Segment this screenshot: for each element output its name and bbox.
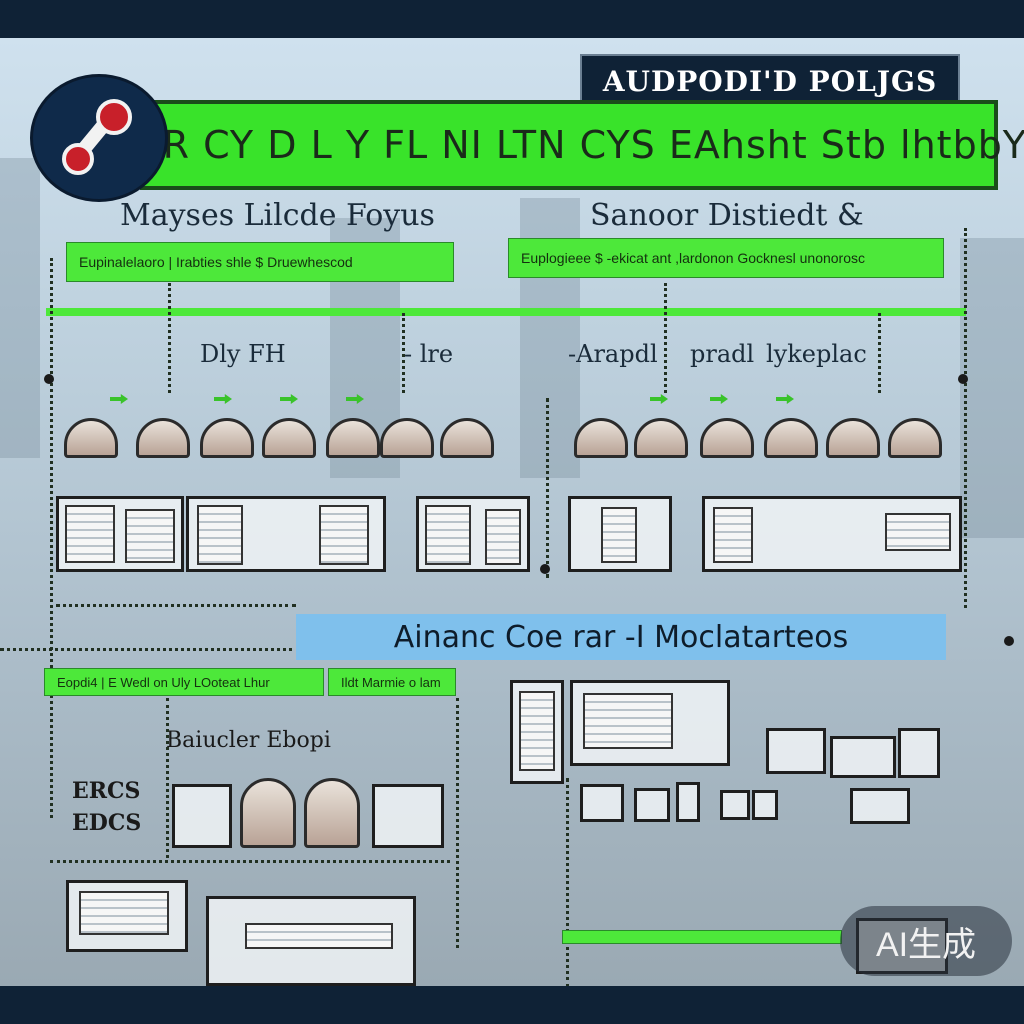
lower-green-connector [562, 930, 842, 944]
lower-right-green-bar: Ildt Marmie o lam [328, 668, 456, 696]
module-box [172, 784, 232, 848]
document-icon [425, 505, 471, 565]
connector-node-icon [44, 374, 54, 384]
station-node [888, 418, 942, 458]
station-node [136, 418, 190, 458]
document-icon [885, 513, 951, 551]
station-node [634, 418, 688, 458]
document-icon [65, 505, 115, 563]
connector [0, 648, 300, 651]
module-box [766, 728, 826, 774]
document-icon [245, 923, 393, 949]
section-band: Ainanc Coe rar -I Moclatarteos [296, 614, 946, 660]
left-green-bar: Eupinalelaoro | Irabties shle $ Druewhes… [66, 242, 454, 282]
connector [546, 398, 549, 578]
station-node [326, 418, 380, 458]
module-box [752, 790, 778, 820]
station-node [200, 418, 254, 458]
right-vertical-connector [964, 228, 967, 608]
document-icon [601, 507, 637, 563]
document-icon [519, 691, 555, 771]
document-icon [319, 505, 369, 565]
station-node [380, 418, 434, 458]
station-node [700, 418, 754, 458]
lower-section-label: Baiucler Ebopi [166, 728, 331, 753]
right-heading: Sanoor Distiedt & [590, 198, 864, 233]
module-box [634, 788, 670, 822]
backdrop-building [960, 238, 1024, 538]
connector [664, 283, 667, 393]
ai-generated-badge: AI生成 [840, 906, 1012, 976]
module-box [570, 680, 730, 766]
connector [168, 283, 171, 393]
module-box [720, 790, 750, 820]
connector [50, 860, 450, 863]
connector [878, 313, 881, 393]
logo [30, 74, 168, 202]
arrow-right-icon [776, 394, 794, 404]
module-box [676, 782, 700, 822]
left-heading: Mayses Lilcde Foyus [120, 198, 435, 233]
arrow-right-icon [346, 394, 364, 404]
right-green-bar: Euplogieee $ -ekicat ant ,lardonon Gockn… [508, 238, 944, 278]
station-node [764, 418, 818, 458]
connector-node-icon [1004, 636, 1014, 646]
connector [56, 604, 296, 607]
arrow-right-icon [710, 394, 728, 404]
connector [166, 698, 169, 858]
connector [566, 778, 569, 986]
arrow-right-icon [650, 394, 668, 404]
connector [456, 698, 459, 948]
station-node [64, 418, 118, 458]
station-node [262, 418, 316, 458]
module-box [850, 788, 910, 824]
side-label: ERCS [72, 778, 141, 804]
backdrop-building [0, 158, 40, 458]
document-icon [583, 693, 673, 749]
station-node [240, 778, 296, 848]
connector-node-icon [540, 564, 550, 574]
module-box [372, 784, 444, 848]
connector [402, 313, 405, 393]
bottom-bar [0, 986, 1024, 1024]
left-vertical-connector [50, 258, 53, 818]
station-node [826, 418, 880, 458]
module-box [56, 496, 184, 572]
module-box [898, 728, 940, 778]
module-box [568, 496, 672, 572]
document-icon [713, 507, 753, 563]
diagram-canvas: AUDPODI'D POLJGS TRR CY D L Y FL NI LTN … [0, 38, 1024, 986]
station-node [574, 418, 628, 458]
main-banner: TRR CY D L Y FL NI LTN CYS EAhsht Stb lh… [111, 100, 1024, 190]
lower-left-green-bar: Eopdi4 | E Wedl on Uly LOoteat Lhur [44, 668, 324, 696]
document-icon [197, 505, 243, 565]
connector-node-icon [958, 374, 968, 384]
module-box [830, 736, 896, 778]
station-node [440, 418, 494, 458]
module-box [66, 880, 188, 952]
module-box [416, 496, 530, 572]
node-label: -Arapdl [568, 340, 658, 368]
module-box [702, 496, 962, 572]
wrench-logo-icon [62, 99, 132, 175]
node-label: - lre [404, 340, 454, 368]
document-icon [125, 509, 175, 563]
document-icon [485, 509, 521, 565]
module-box [510, 680, 564, 784]
module-box [580, 784, 624, 822]
arrow-right-icon [214, 394, 232, 404]
node-label: lykeplac [766, 340, 867, 368]
node-label: pradl [690, 340, 755, 368]
document-icon [79, 891, 169, 935]
station-node [304, 778, 360, 848]
arrow-right-icon [280, 394, 298, 404]
main-green-connector [46, 308, 966, 316]
arrow-right-icon [110, 394, 128, 404]
module-box [206, 896, 416, 986]
side-label: EDCS [72, 810, 142, 836]
node-label: Dly FH [200, 340, 286, 368]
module-box [186, 496, 386, 572]
